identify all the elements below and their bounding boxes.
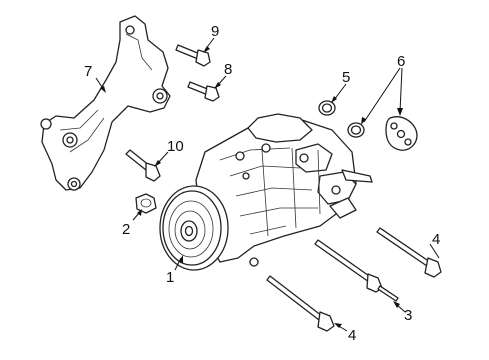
callout-7: 7	[84, 63, 92, 80]
callout-9: 9	[211, 23, 219, 40]
callout-4-upper: 4	[432, 231, 440, 248]
leader-lines	[95, 37, 440, 332]
stud-3	[314, 239, 399, 302]
bolt-4-lower	[266, 275, 335, 332]
nut-2	[135, 193, 157, 214]
callout-8: 8	[224, 61, 232, 78]
callout-5: 5	[342, 69, 350, 86]
callout-10: 10	[167, 138, 184, 155]
bolt-4-upper	[376, 227, 442, 278]
mounting-bracket	[40, 15, 171, 191]
bolt-10	[125, 149, 161, 182]
bolt-9	[175, 44, 211, 67]
callout-2: 2	[122, 221, 130, 238]
callout-1: 1	[166, 269, 174, 286]
o-ring-5	[318, 100, 336, 116]
callout-4-lower: 4	[348, 327, 356, 344]
bolt-8	[187, 81, 220, 102]
callout-3: 3	[404, 307, 412, 324]
ac-compressor	[159, 113, 373, 271]
callout-6: 6	[397, 53, 405, 70]
seal-kit-6	[347, 116, 418, 151]
